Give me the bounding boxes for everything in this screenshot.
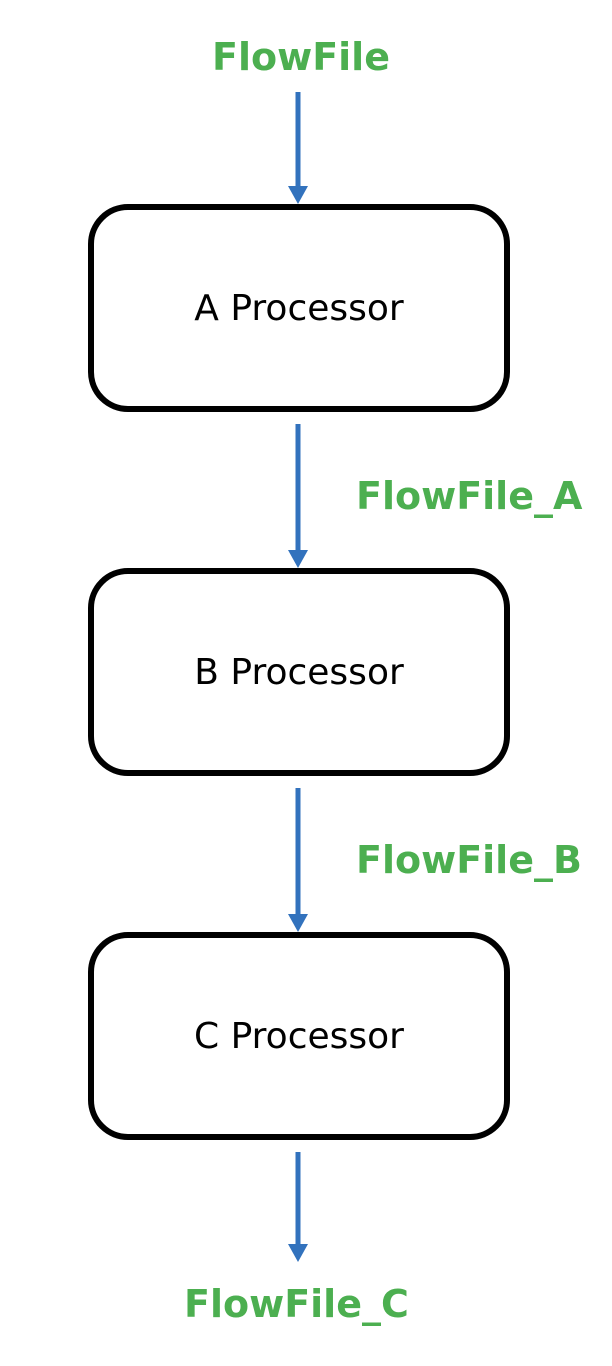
processor-a-label: A Processor (194, 287, 404, 329)
processor-b-box: B Processor (88, 568, 510, 776)
flowfile-a-label: FlowFile_A (356, 474, 583, 518)
flowfile-b-label: FlowFile_B (356, 838, 582, 882)
output-flowfile-c-label: FlowFile_C (184, 1282, 409, 1326)
processor-c-box: C Processor (88, 932, 510, 1140)
arrow-output (288, 1152, 308, 1262)
input-flowfile-label: FlowFile (212, 35, 390, 79)
arrow-b-to-c (288, 788, 308, 932)
arrow-input (288, 92, 308, 204)
processor-b-label: B Processor (194, 651, 404, 693)
arrow-a-to-b (288, 424, 308, 568)
processor-c-label: C Processor (194, 1015, 404, 1057)
processor-a-box: A Processor (88, 204, 510, 412)
